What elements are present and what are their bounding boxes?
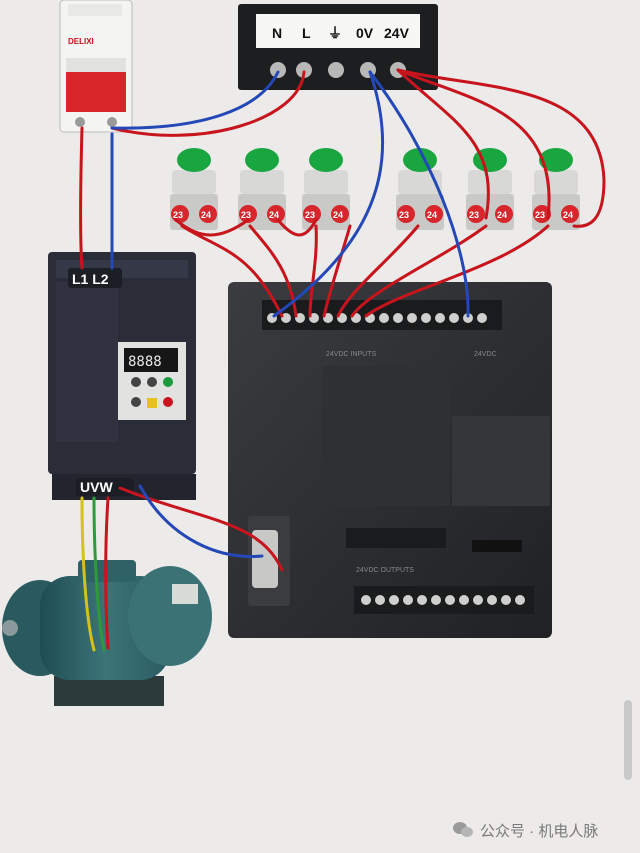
terminal-label-l: L <box>302 25 311 41</box>
plc-output-terminal[interactable] <box>459 595 469 605</box>
terminal-label-0v: 0V <box>356 25 374 41</box>
watermark: 公众号 · 机电人脉 <box>452 818 632 842</box>
plc-unit[interactable]: 24VDC INPUTS 24VDC 24VDC OUTPUTS <box>228 282 552 638</box>
plc-output-terminal[interactable] <box>361 595 371 605</box>
breaker-brand: DELIXI <box>68 37 94 46</box>
plc-output-terminal[interactable] <box>403 595 413 605</box>
contact-label-left: 23 <box>173 210 183 220</box>
push-button[interactable]: 23 24 <box>466 148 514 230</box>
plc-input-terminal[interactable] <box>449 313 459 323</box>
vfd-output-label: UVW <box>80 479 113 495</box>
plc-input-terminal[interactable] <box>295 313 305 323</box>
plc-output-terminal[interactable] <box>431 595 441 605</box>
plc-input-terminal[interactable] <box>421 313 431 323</box>
plc-output-terminal[interactable] <box>501 595 511 605</box>
contact-label-left: 23 <box>535 210 545 220</box>
push-button[interactable]: 23 24 <box>238 148 286 230</box>
contact-label-right: 24 <box>497 210 507 220</box>
terminal-label-24v: 24V <box>384 25 410 41</box>
plc-output-terminal[interactable] <box>445 595 455 605</box>
push-button[interactable]: 23 24 <box>396 148 444 230</box>
push-button[interactable]: 23 24 <box>302 148 350 230</box>
contact-label-right: 24 <box>269 210 279 220</box>
plc-output-header: 24VDC OUTPUTS <box>356 567 414 574</box>
contact-label-left: 23 <box>305 210 315 220</box>
contact-label-right: 24 <box>333 210 343 220</box>
wechat-icon <box>452 821 474 839</box>
plc-input-terminal[interactable] <box>435 313 445 323</box>
plc-input-header: 24VDC INPUTS <box>326 351 377 358</box>
vfd-input-label: L1 L2 <box>72 271 109 287</box>
contact-label-right: 24 <box>201 210 211 220</box>
variable-frequency-drive[interactable]: 8888 L1 L2 UVW <box>48 252 196 500</box>
plc-output-terminal[interactable] <box>473 595 483 605</box>
red-wires <box>79 68 606 650</box>
vfd-display: 8888 <box>128 354 162 370</box>
plc-output-terminal[interactable] <box>417 595 427 605</box>
push-button[interactable]: 23 24 <box>532 148 580 230</box>
terminal-label-n: N <box>272 25 282 41</box>
plc-output-terminal[interactable] <box>375 595 385 605</box>
terminal-label-ground: ⏚ <box>328 25 342 41</box>
motor-lead-wires <box>80 496 106 652</box>
plc-output-terminal[interactable] <box>487 595 497 605</box>
electric-motor[interactable] <box>2 560 212 706</box>
circuit-breaker[interactable]: DELIXI <box>59 0 133 133</box>
plc-output-terminal[interactable] <box>515 595 525 605</box>
plc-input-terminal[interactable] <box>379 313 389 323</box>
plc-output-terminal[interactable] <box>389 595 399 605</box>
plc-input-terminal[interactable] <box>407 313 417 323</box>
contact-label-right: 24 <box>427 210 437 220</box>
plc-input-terminal[interactable] <box>393 313 403 323</box>
blue-wires <box>110 70 470 558</box>
plc-input-terminal[interactable] <box>477 313 487 323</box>
contact-label-right: 24 <box>563 210 573 220</box>
contact-label-left: 23 <box>469 210 479 220</box>
plc-input-terminal[interactable] <box>281 313 291 323</box>
watermark-text: 公众号 · 机电人脉 <box>480 822 599 840</box>
push-button[interactable]: 23 24 <box>170 148 218 230</box>
plc-voltage-label: 24VDC <box>474 351 497 358</box>
contact-label-left: 23 <box>399 210 409 220</box>
scrollbar[interactable] <box>624 700 632 780</box>
contact-label-left: 23 <box>241 210 251 220</box>
plc-input-terminal[interactable] <box>463 313 473 323</box>
power-terminal-block[interactable]: N L ⏚ 0V 24V <box>238 4 438 90</box>
